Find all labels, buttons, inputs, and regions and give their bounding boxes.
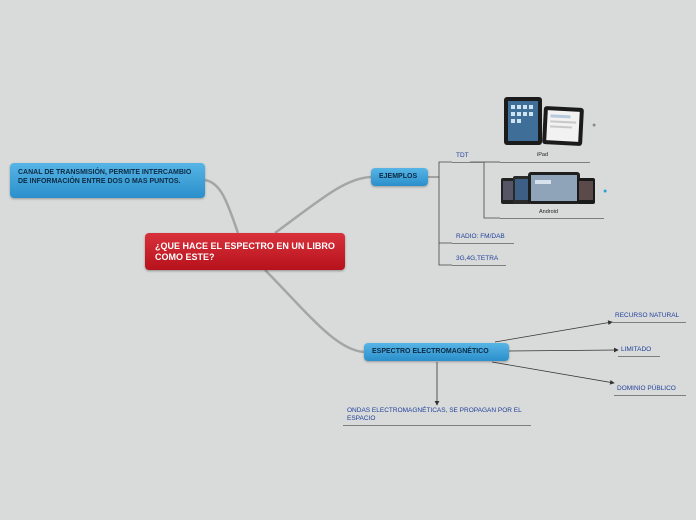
connector-ejemplos-tdt [428,161,452,178]
android-underline [500,218,604,219]
subtopic-3g-underline [452,265,506,266]
topic-ejemplos-label: EJEMPLOS [379,173,418,180]
subtopic-recurso-label: RECURSO NATURAL [615,312,680,319]
apple-icon: ● [592,122,597,129]
ipad-underline [500,162,590,163]
topic-canal-label: CANAL DE TRANSMISIÓN, PERMITE INTERCAMBI… [18,169,192,185]
subtopic-limitado-label: LIMITADO [621,346,652,353]
subtopic-3g[interactable]: 3G,4G,TETRA [456,255,498,263]
arrow-recurso [494,320,613,343]
subtopic-radio-underline [452,243,514,244]
android-icon: ● [603,188,608,195]
android-illustration [501,172,595,204]
ipad-illustration [504,97,584,146]
connector-central-espectro [264,269,365,354]
subtopic-radio[interactable]: RADIO: FM/DAB [456,233,505,241]
subtopic-recurso[interactable]: RECURSO NATURAL [615,312,679,320]
topic-ejemplos[interactable]: EJEMPLOS [371,168,428,186]
topic-espectro-label: ESPECTRO ELECTROMAGNÉTICO [372,348,489,355]
subtopic-recurso-underline [612,322,686,323]
arrow-dominio [491,361,615,385]
android-caption: Android [539,209,558,215]
connector-ejemplos-radio [438,177,452,244]
arrow-limitado [508,347,619,353]
connector-ejemplos-3g [438,243,452,266]
subtopic-tdt-label: TDT [456,152,469,159]
subtopic-3g-label: 3G,4G,TETRA [456,255,499,262]
connector-central-canal [204,178,240,234]
subtopic-dominio-underline [614,395,686,396]
android-image[interactable] [501,172,597,211]
ipad-caption: iPad [537,152,549,158]
subtopic-radio-label: RADIO: FM/DAB [456,233,505,240]
central-topic[interactable]: ¿QUE HACE EL ESPECTRO EN UN LIBRO COMO E… [145,233,345,270]
subtopic-ondas-label: ONDAS ELECTROMAGNÉTICAS, SE PROPAGAN POR… [347,407,522,422]
topic-canal[interactable]: CANAL DE TRANSMISIÓN, PERMITE INTERCAMBI… [10,163,205,198]
subtopic-limitado-underline [618,356,660,357]
ipad-image[interactable] [504,97,584,154]
subtopic-ondas-underline [343,425,531,426]
topic-espectro[interactable]: ESPECTRO ELECTROMAGNÉTICO [364,343,509,361]
connector-tdt-images [470,161,500,219]
subtopic-tdt[interactable]: TDT [456,152,469,160]
subtopic-dominio[interactable]: DOMINIO PÚBLICO [617,385,676,393]
subtopic-tdt-underline [452,162,484,163]
subtopic-limitado[interactable]: LIMITADO [621,346,651,354]
central-topic-label: ¿QUE HACE EL ESPECTRO EN UN LIBRO COMO E… [155,241,335,262]
connector-central-ejemplos [274,175,372,235]
subtopic-ondas[interactable]: ONDAS ELECTROMAGNÉTICAS, SE PROPAGAN POR… [347,407,527,423]
subtopic-dominio-label: DOMINIO PÚBLICO [617,385,676,392]
